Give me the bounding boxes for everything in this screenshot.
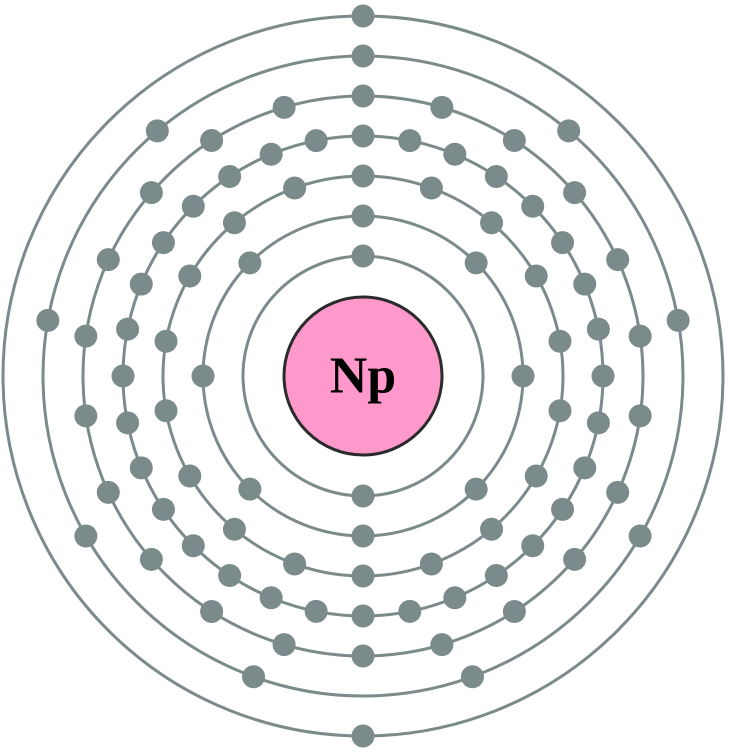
electron-shell-3 — [222, 211, 246, 235]
electron-shell-4 — [398, 129, 422, 153]
electron-shell-6 — [351, 44, 375, 68]
electron-shell-5 — [96, 480, 120, 504]
electron-shell-3 — [548, 399, 572, 423]
electron-shell-5 — [563, 547, 587, 571]
electron-shell-4 — [129, 456, 153, 480]
electron-shell-6 — [460, 665, 484, 689]
electron-shell-4 — [443, 142, 467, 166]
electron-shell-7 — [351, 724, 375, 748]
electron-shell-5 — [502, 128, 526, 152]
electron-shell-2 — [464, 251, 488, 275]
electron-shell-3 — [222, 517, 246, 541]
electron-shell-3 — [283, 176, 307, 200]
electron-shell-6 — [557, 119, 581, 143]
electron-shell-4 — [151, 231, 175, 255]
electron-shell-4 — [484, 564, 508, 588]
electron-shell-3 — [419, 176, 443, 200]
electron-shell-5 — [628, 404, 652, 428]
electron-shell-5 — [139, 181, 163, 205]
electron-shell-4 — [591, 364, 615, 388]
electron-shell-6 — [74, 524, 98, 548]
electron-shell-5 — [74, 324, 98, 348]
electron-shell-4 — [586, 411, 610, 435]
electron-shell-4 — [573, 272, 597, 296]
electron-shell-4 — [259, 586, 283, 610]
electron-shell-5 — [351, 84, 375, 108]
electron-shell-4 — [218, 564, 242, 588]
electron-shell-4 — [151, 497, 175, 521]
electron-shell-3 — [548, 329, 572, 353]
electron-shell-4 — [116, 317, 140, 341]
electron-shell-5 — [139, 547, 163, 571]
electron-shell-5 — [200, 128, 224, 152]
electron-shell-2 — [511, 364, 535, 388]
electron-shell-4 — [181, 534, 205, 558]
electron-shell-3 — [178, 464, 202, 488]
electron-shell-3 — [480, 211, 504, 235]
electron-shell-4 — [573, 456, 597, 480]
electron-shell-4 — [551, 497, 575, 521]
element-symbol: Np — [330, 348, 396, 405]
electrons — [36, 4, 690, 748]
electron-shell-6 — [36, 308, 60, 332]
electron-shell-4 — [304, 129, 328, 153]
electron-shell-5 — [272, 95, 296, 119]
electron-shell-2 — [351, 204, 375, 228]
nucleus — [282, 295, 444, 457]
electron-shell-5 — [74, 404, 98, 428]
electron-shell-5 — [430, 95, 454, 119]
electron-shell-2 — [351, 524, 375, 548]
electron-shell-3 — [524, 264, 548, 288]
electron-shell-7 — [351, 4, 375, 28]
electron-shell-1 — [351, 244, 375, 268]
electron-shell-3 — [524, 464, 548, 488]
electron-shell-4 — [129, 272, 153, 296]
electron-shell-5 — [351, 644, 375, 668]
electron-shell-4 — [551, 231, 575, 255]
electron-shell-6 — [242, 665, 266, 689]
electron-shell-5 — [430, 633, 454, 657]
electron-shell-4 — [521, 194, 545, 218]
electron-shell-2 — [238, 251, 262, 275]
electron-shell-6 — [666, 308, 690, 332]
electron-shell-3 — [419, 552, 443, 576]
electron-shell-1 — [351, 484, 375, 508]
electron-shell-4 — [111, 364, 135, 388]
electron-shell-4 — [484, 164, 508, 188]
electron-shell-5 — [606, 248, 630, 272]
electron-shell-4 — [443, 586, 467, 610]
electron-shell-4 — [181, 194, 205, 218]
electron-shell-2 — [191, 364, 215, 388]
electron-shell-5 — [200, 600, 224, 624]
electron-shell-6 — [145, 119, 169, 143]
electron-shell-3 — [351, 564, 375, 588]
electron-shell-3 — [283, 552, 307, 576]
electron-shell-4 — [304, 599, 328, 623]
electron-shell-4 — [116, 411, 140, 435]
electron-shell-3 — [351, 164, 375, 188]
electron-shell-3 — [154, 329, 178, 353]
electron-shell-2 — [238, 477, 262, 501]
electron-shell-6 — [628, 524, 652, 548]
electron-shell-4 — [521, 534, 545, 558]
electron-shell-4 — [351, 124, 375, 148]
electron-shell-5 — [628, 324, 652, 348]
electron-shell-4 — [398, 599, 422, 623]
electron-shell-5 — [272, 633, 296, 657]
electron-shell-4 — [586, 317, 610, 341]
electron-shell-5 — [563, 181, 587, 205]
electron-shell-4 — [218, 164, 242, 188]
electron-shell-3 — [154, 399, 178, 423]
electron-shell-2 — [464, 477, 488, 501]
electron-shell-3 — [178, 264, 202, 288]
electron-shell-5 — [606, 480, 630, 504]
electron-shell-4 — [259, 142, 283, 166]
electron-shell-5 — [96, 248, 120, 272]
electron-shell-3 — [480, 517, 504, 541]
electron-shell-4 — [351, 604, 375, 628]
electron-shell-5 — [502, 600, 526, 624]
